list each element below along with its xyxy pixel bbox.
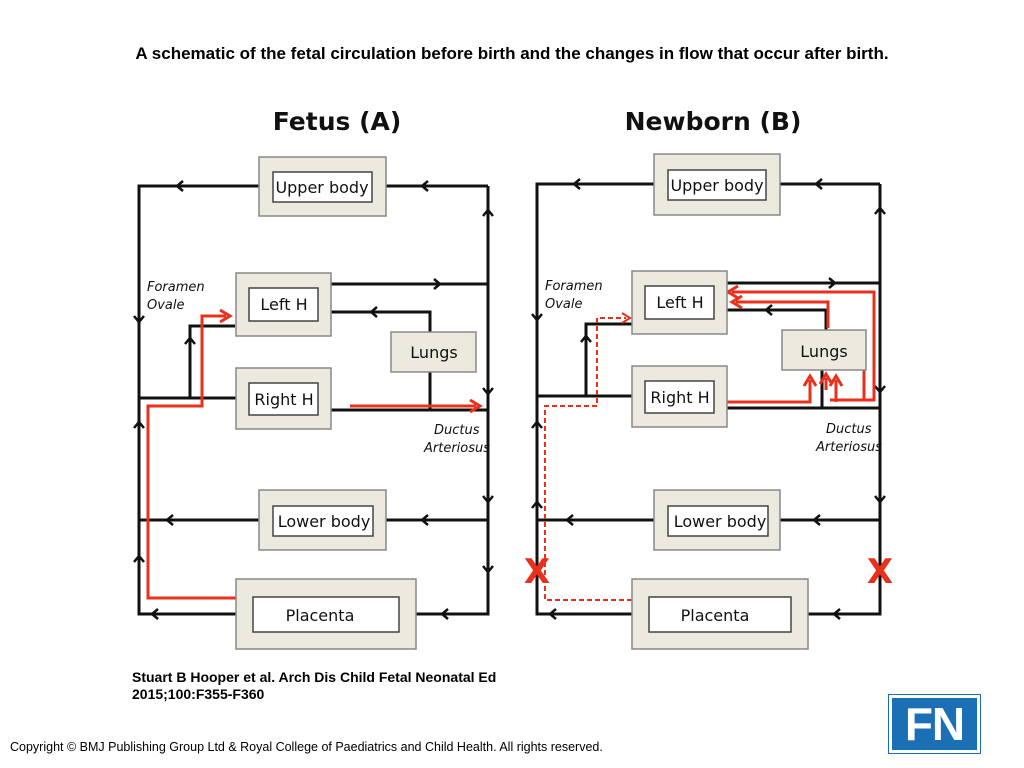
fetus-upper-body-box: Upper body bbox=[258, 156, 387, 217]
newborn-right-heart-label: Right H bbox=[650, 388, 709, 407]
newborn-ductus-label-2: Arteriosus bbox=[815, 440, 882, 455]
newborn-lower-body-box: Lower body bbox=[653, 489, 781, 551]
copyright-notice: Copyright © BMJ Publishing Group Ltd & R… bbox=[10, 740, 603, 754]
fetus-lower-body-label: Lower body bbox=[278, 512, 371, 531]
panel-fetus: Fetus (A) bbox=[133, 107, 494, 650]
fetus-right-heart-label: Right H bbox=[254, 390, 313, 409]
newborn-left-heart-box: Left H bbox=[631, 270, 728, 335]
fetus-placenta-label: Placenta bbox=[286, 606, 355, 625]
fetus-lower-body-box: Lower body bbox=[258, 489, 387, 551]
newborn-right-heart-box: Right H bbox=[631, 365, 728, 428]
fn-logo: FN bbox=[889, 695, 980, 753]
fetus-foramen-label-1: Foramen bbox=[147, 280, 205, 295]
newborn-heading: Newborn (B) bbox=[625, 107, 802, 136]
fetus-ductus-label-1: Ductus bbox=[434, 423, 480, 438]
newborn-lower-body-label: Lower body bbox=[674, 512, 767, 531]
fetus-placenta-box: Placenta bbox=[235, 578, 417, 650]
fetus-ductus-label-2: Arteriosus bbox=[423, 441, 490, 456]
fetus-upper-body-label: Upper body bbox=[275, 178, 368, 197]
citation: Stuart B Hooper et al. Arch Dis Child Fe… bbox=[132, 669, 552, 703]
fetus-lungs-label: Lungs bbox=[410, 343, 457, 362]
newborn-black-arrows bbox=[531, 178, 886, 620]
newborn-lungs-box: Lungs bbox=[781, 329, 867, 371]
fetus-right-heart-box: Right H bbox=[235, 367, 332, 430]
newborn-red-dashed-flow bbox=[544, 312, 632, 601]
newborn-left-heart-label: Left H bbox=[656, 293, 703, 312]
newborn-placenta-box: Placenta bbox=[631, 578, 809, 650]
newborn-ductus-label-1: Ductus bbox=[826, 422, 872, 437]
citation-line-2: 2015;100:F355-F360 bbox=[132, 686, 265, 702]
fetus-left-heart-label: Left H bbox=[260, 295, 307, 314]
fetus-left-heart-box: Left H bbox=[235, 272, 332, 337]
fetus-lungs-box: Lungs bbox=[390, 331, 477, 373]
newborn-foramen-label-2: Ovale bbox=[545, 297, 583, 312]
fetus-heading: Fetus (A) bbox=[273, 107, 402, 136]
newborn-x-mark-right: X bbox=[867, 552, 893, 592]
newborn-upper-body-label: Upper body bbox=[670, 176, 763, 195]
newborn-x-mark-left: X bbox=[524, 552, 550, 592]
newborn-upper-body-box: Upper body bbox=[653, 153, 781, 216]
newborn-red-flow bbox=[725, 284, 876, 404]
fetus-black-arrows bbox=[133, 180, 494, 620]
newborn-foramen-label-1: Foramen bbox=[545, 279, 603, 294]
panel-newborn: Newborn (B) bbox=[524, 107, 893, 650]
newborn-placenta-label: Placenta bbox=[681, 606, 750, 625]
fetus-foramen-label-2: Ovale bbox=[147, 298, 185, 313]
newborn-lungs-label: Lungs bbox=[800, 342, 847, 361]
slide-title: A schematic of the fetal circulation bef… bbox=[135, 44, 889, 63]
fetus-red-flow bbox=[146, 308, 483, 600]
citation-line-1: Stuart B Hooper et al. Arch Dis Child Fe… bbox=[132, 669, 497, 685]
